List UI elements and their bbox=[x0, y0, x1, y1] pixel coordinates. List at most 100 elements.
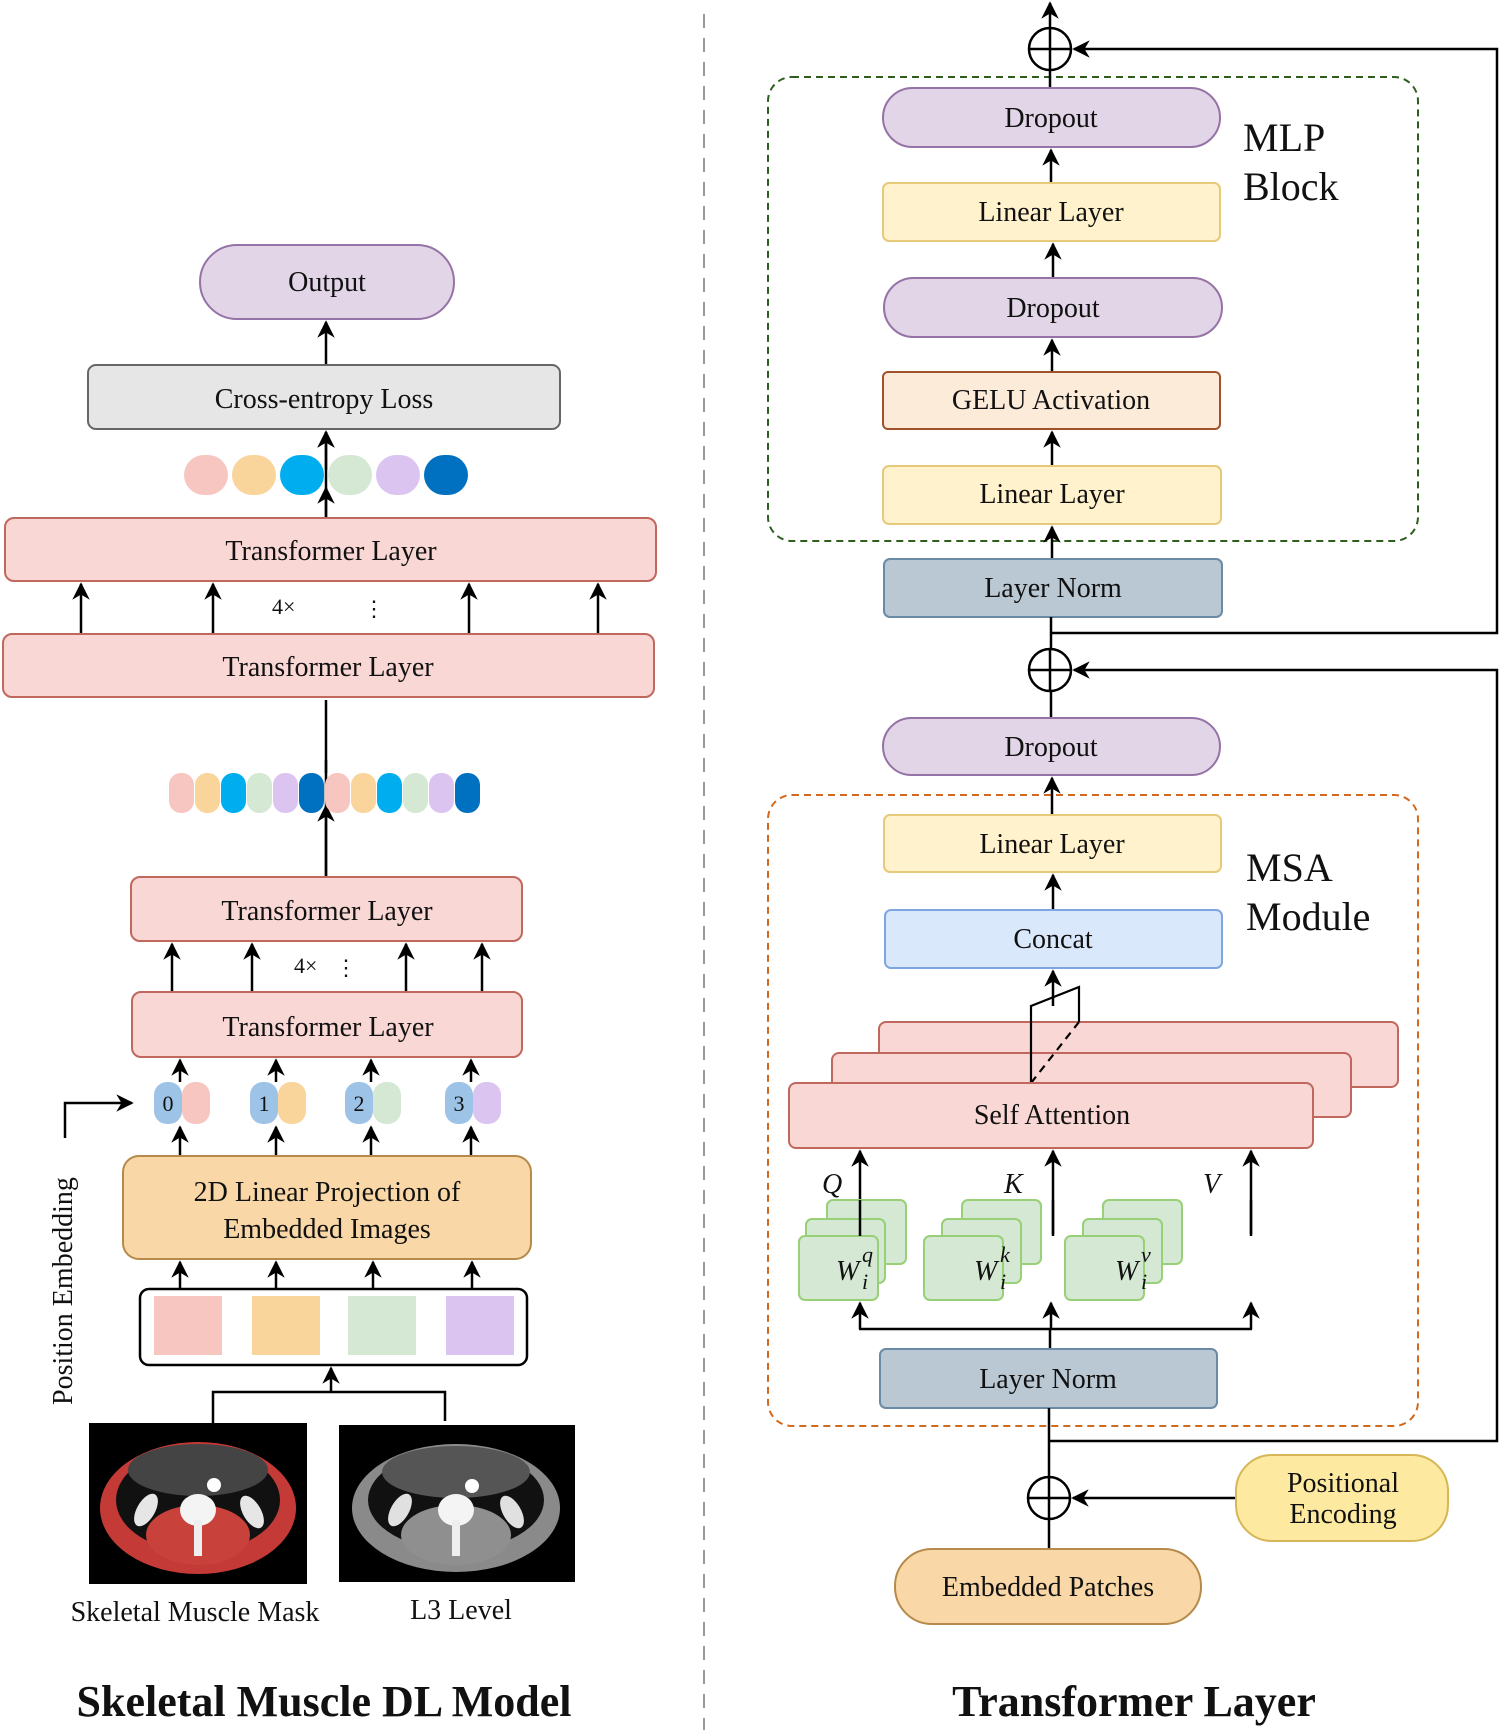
wk-projection-stack: W i k bbox=[923, 1199, 1042, 1301]
token bbox=[273, 773, 298, 813]
caption-l3-level: L3 Level bbox=[410, 1595, 512, 1626]
positional-encoding-line2: Encoding bbox=[1289, 1499, 1396, 1530]
token bbox=[403, 773, 428, 813]
token bbox=[232, 455, 276, 495]
self-attention-label: Self Attention bbox=[974, 1100, 1130, 1131]
positional-add bbox=[1026, 1475, 1072, 1521]
dropout-label: Dropout bbox=[1004, 732, 1098, 763]
image-patch bbox=[154, 1296, 222, 1355]
embedded-patches-node: Embedded Patches bbox=[894, 1548, 1202, 1625]
transformer-layer-2: Transformer Layer bbox=[2, 633, 655, 698]
self-attention-stack: Self Attention bbox=[788, 985, 1399, 1149]
caption-skeletal-muscle-mask: Skeletal Muscle Mask bbox=[71, 1597, 320, 1628]
repeat-label: 4× bbox=[294, 953, 317, 978]
msa-module-boundary bbox=[767, 794, 1419, 1427]
token bbox=[280, 455, 324, 495]
image-patch bbox=[446, 1296, 514, 1355]
transformer-layer-3: Transformer Layer bbox=[130, 876, 523, 942]
position-index-label: 1 bbox=[259, 1091, 270, 1116]
token bbox=[328, 455, 372, 495]
wq-sup: q bbox=[862, 1242, 873, 1267]
mlp-linear-layer-top: Linear Layer bbox=[882, 182, 1221, 242]
wq-sub: i bbox=[862, 1269, 868, 1294]
left-panel-title: Skeletal Muscle DL Model bbox=[77, 1677, 572, 1726]
layer-norm-msa: Layer Norm bbox=[879, 1348, 1218, 1409]
mlp-dropout-top: Dropout bbox=[882, 87, 1221, 148]
token bbox=[195, 773, 220, 813]
patch-arrows bbox=[171, 1260, 481, 1288]
position-index-token bbox=[154, 1082, 182, 1124]
ct-image-skeletal-muscle-mask bbox=[89, 1423, 307, 1584]
right-panel-title: Transformer Layer bbox=[952, 1677, 1316, 1726]
transformer-layer-label: Transformer Layer bbox=[222, 1012, 434, 1043]
msa-module-label-line1: MSA bbox=[1246, 845, 1333, 890]
transformer-layer-label: Transformer Layer bbox=[225, 536, 437, 567]
wq-projection-stack: W i q bbox=[798, 1199, 907, 1301]
output-label: Output bbox=[288, 267, 366, 298]
layer-norm-label: Layer Norm bbox=[984, 573, 1122, 604]
wk-base: W bbox=[974, 1256, 1000, 1287]
residual-connection-mlp bbox=[1052, 40, 1499, 635]
token bbox=[169, 773, 194, 813]
patch-token bbox=[473, 1082, 501, 1124]
positional-encoding-line1: Positional bbox=[1287, 1468, 1399, 1499]
token bbox=[377, 773, 402, 813]
positional-encoding-node: Positional Encoding bbox=[1235, 1454, 1449, 1542]
repeat-label: 4× bbox=[272, 594, 295, 619]
token bbox=[184, 455, 228, 495]
right-panel: MLP Block Dropout Linear Layer Dropout G… bbox=[767, 1, 1499, 1726]
mlp-block-label-line2: Block bbox=[1243, 164, 1339, 209]
image-patch bbox=[252, 1296, 320, 1355]
repeat-arrows-1 bbox=[72, 582, 607, 634]
ct-image-l3-level bbox=[339, 1425, 575, 1582]
output-token-row bbox=[184, 430, 468, 518]
token bbox=[247, 773, 272, 813]
image-patches bbox=[138, 1287, 529, 1367]
patch-token bbox=[278, 1082, 306, 1124]
q-label: Q bbox=[822, 1169, 842, 1200]
left-panel: Output Cross-entropy Loss Transformer La… bbox=[2, 244, 657, 1726]
wv-base: W bbox=[1115, 1256, 1141, 1287]
residual-add-top bbox=[1027, 26, 1073, 72]
residual-add-middle bbox=[1027, 647, 1073, 693]
intermediate-token-row bbox=[169, 760, 480, 813]
repeat-arrows-2 bbox=[163, 942, 491, 992]
wv-sup: v bbox=[1141, 1242, 1151, 1267]
wv-projection-stack: W i v bbox=[1064, 1199, 1253, 1301]
wq-base: W bbox=[836, 1256, 862, 1287]
image-patch bbox=[348, 1296, 416, 1355]
linear-layer-label: Linear Layer bbox=[978, 197, 1124, 228]
mlp-block-boundary bbox=[767, 76, 1419, 542]
patch-token bbox=[182, 1082, 210, 1124]
msa-linear-layer: Linear Layer bbox=[883, 814, 1222, 873]
token bbox=[429, 773, 454, 813]
ellipsis-icon: ⋮ bbox=[335, 955, 357, 980]
position-index-token bbox=[445, 1082, 473, 1124]
linear-layer-label: Linear Layer bbox=[979, 479, 1125, 510]
output-node: Output bbox=[199, 244, 455, 320]
loss-label: Cross-entropy Loss bbox=[215, 384, 434, 415]
msa-dropout: Dropout bbox=[882, 717, 1221, 776]
dropout-label: Dropout bbox=[1004, 103, 1098, 134]
concat-merge-bracket bbox=[1029, 985, 1081, 1084]
token bbox=[455, 773, 480, 813]
gelu-label: GELU Activation bbox=[952, 385, 1150, 416]
token bbox=[325, 773, 350, 813]
patch-token bbox=[373, 1082, 401, 1124]
concat-label: Concat bbox=[1013, 924, 1093, 955]
projection-label-line1: 2D Linear Projection of bbox=[194, 1177, 461, 1208]
transformer-layer-top: Transformer Layer bbox=[4, 517, 657, 582]
linear-layer-label: Linear Layer bbox=[979, 829, 1125, 860]
layer-norm-mlp: Layer Norm bbox=[883, 558, 1223, 618]
gelu-activation: GELU Activation bbox=[882, 371, 1221, 430]
mlp-linear-layer-bottom: Linear Layer bbox=[882, 465, 1222, 525]
position-embedding: Position Embedding bbox=[48, 1094, 134, 1405]
connector-line bbox=[211, 1390, 447, 1423]
transformer-layer-4: Transformer Layer bbox=[131, 991, 523, 1058]
mlp-block-label-line1: MLP bbox=[1243, 115, 1325, 160]
dropout-label: Dropout bbox=[1006, 293, 1100, 324]
token bbox=[376, 455, 420, 495]
wv-sub: i bbox=[1141, 1269, 1147, 1294]
